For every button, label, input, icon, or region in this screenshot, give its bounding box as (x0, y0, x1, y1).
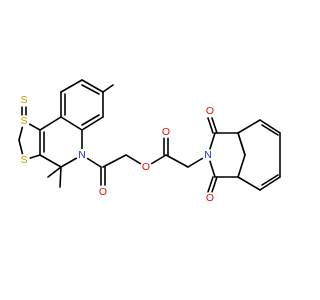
atom-label-n-quinoline: N (78, 149, 86, 161)
bond (81, 114, 100, 126)
atom-label-n-phthalimide: N (204, 149, 212, 161)
bond (39, 154, 62, 168)
bond (39, 116, 62, 131)
atom-label-o-ester-carbonyl: O (162, 126, 170, 138)
bond (237, 154, 246, 178)
bond (47, 166, 62, 178)
bond (59, 166, 62, 188)
bond (211, 176, 218, 193)
bond (207, 176, 214, 193)
atom-labels: S S S N O O O N O O (18, 94, 216, 204)
atom-label-s-thione: S (20, 94, 27, 106)
bond (81, 116, 104, 131)
bond (165, 154, 189, 168)
molecule-canvas: S S S N O O O N O O (18, 79, 281, 204)
molecule-structure: S S S N O O O N O O (18, 79, 281, 204)
atom-label-s-ring-1: S (20, 115, 27, 127)
bond (259, 119, 281, 134)
bond (60, 116, 83, 131)
atom-label-o-imide-top: O (206, 105, 214, 117)
bonds (18, 79, 281, 193)
bond (81, 84, 100, 95)
atom-label-o-ester-link: O (142, 161, 150, 173)
bond (211, 117, 218, 134)
bond (102, 154, 127, 168)
bond (261, 174, 279, 186)
bond (102, 84, 114, 93)
bond (207, 117, 214, 134)
atom-label-o-amide: O (99, 186, 107, 198)
bond (259, 176, 281, 191)
atom-label-o-imide-bottom: O (206, 192, 214, 204)
bond (261, 124, 279, 136)
bond (237, 119, 261, 134)
bond (60, 79, 83, 93)
bond (237, 176, 261, 191)
atom-label-s-ring-2: S (20, 154, 27, 166)
bond (237, 132, 246, 156)
bond (81, 79, 104, 93)
